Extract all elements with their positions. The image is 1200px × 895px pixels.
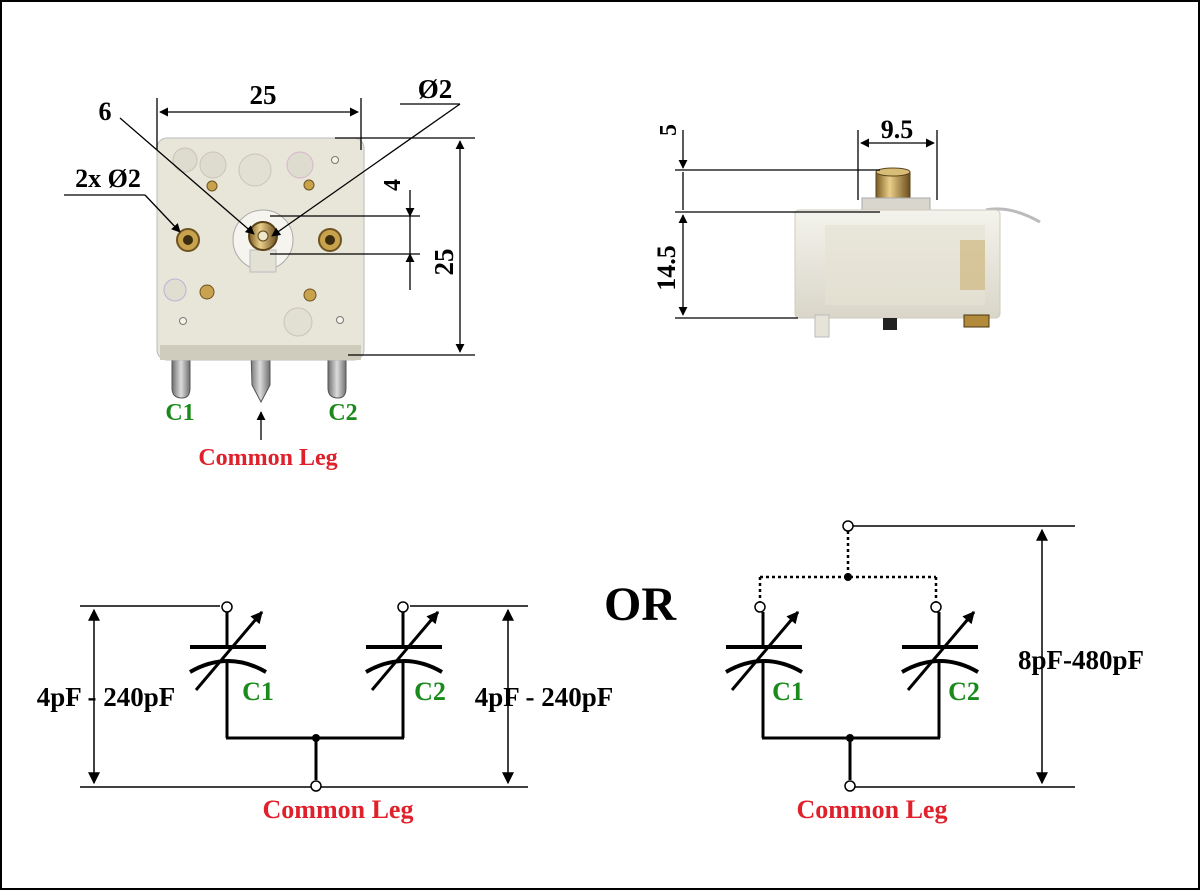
dim-hole-diameter: Ø2	[418, 74, 453, 104]
dim-height: 25	[429, 249, 459, 276]
top-label-c1: C1	[165, 400, 194, 426]
or-label: OR	[604, 578, 677, 631]
hole-3	[331, 156, 339, 164]
hole-7	[336, 316, 344, 324]
parallel-terminal-common	[844, 780, 856, 792]
dim-shaft-height: 5	[656, 124, 682, 136]
schematic-right-common-leg: Common Leg	[797, 795, 948, 824]
hole-6	[179, 317, 187, 325]
dim-shaft-offset: 4	[380, 179, 406, 191]
leg-c2	[327, 354, 347, 399]
hole-4	[199, 284, 215, 300]
terminal-c2	[397, 601, 409, 613]
schematic-right-c2: C2	[948, 677, 980, 706]
parallel-terminal-c1	[754, 601, 766, 613]
top-label-common-leg: Common Leg	[198, 445, 337, 471]
schematic-right-c1: C1	[772, 677, 804, 706]
top-view-component	[156, 137, 365, 404]
schematic-left-c1: C1	[242, 677, 274, 706]
schematic-separate	[80, 605, 528, 788]
side-view-component	[794, 167, 1041, 338]
schematic-parallel	[724, 525, 1075, 788]
range-right: 4pF - 240pF	[475, 682, 614, 712]
parallel-terminal-c2	[930, 601, 942, 613]
parallel-junction-top	[844, 573, 852, 581]
dim-offset: 6	[99, 97, 112, 126]
parallel-terminal-top	[842, 520, 854, 532]
schematic-left-common-leg: Common Leg	[263, 795, 414, 824]
dim-top-width: 25	[250, 80, 277, 110]
side-view-dimensions	[675, 130, 938, 319]
leg-c1	[171, 354, 191, 399]
dim-shaft-width: 9.5	[881, 115, 914, 144]
terminal-c1	[221, 601, 233, 613]
terminal-common	[310, 780, 322, 792]
schematic-left-c2: C2	[414, 677, 446, 706]
hole-2	[303, 179, 315, 191]
dim-mount-holes: 2x Ø2	[75, 164, 141, 193]
junction-node	[312, 734, 320, 742]
parallel-junction-bottom	[846, 734, 854, 742]
range-parallel: 8pF-480pF	[1018, 645, 1144, 675]
hole-1	[206, 180, 218, 192]
body-edge	[160, 345, 361, 360]
range-left: 4pF - 240pF	[37, 682, 176, 712]
side-shaft	[875, 171, 911, 203]
top-view-dimensions	[64, 98, 475, 440]
top-label-c2: C2	[328, 400, 357, 426]
dim-body-height: 14.5	[652, 245, 681, 291]
hole-5	[303, 288, 317, 302]
